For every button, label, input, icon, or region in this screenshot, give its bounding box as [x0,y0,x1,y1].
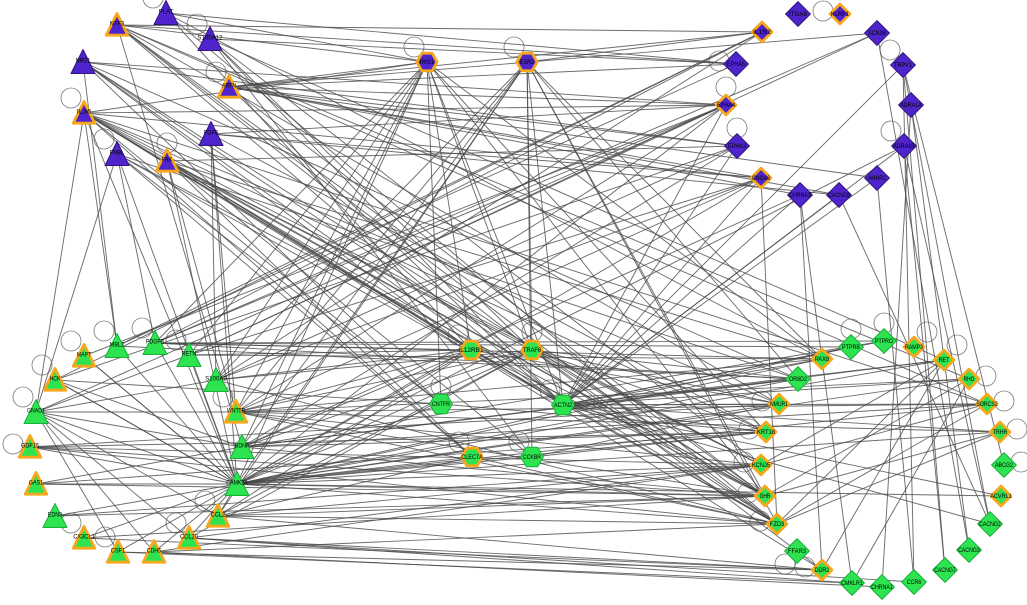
svg-text:PLAT: PLAT [159,10,174,16]
svg-text:ARTN: ARTN [222,84,236,90]
svg-text:EPHA3: EPHA3 [728,144,747,150]
svg-text:IL36: IL36 [77,110,92,116]
svg-text:CCR6: CCR6 [907,580,922,586]
svg-text:EPHA5: EPHA5 [727,62,746,68]
svg-text:NTF3: NTF3 [110,22,125,28]
svg-text:DDR2: DDR2 [815,568,830,574]
svg-text:CSF1: CSF1 [111,549,126,555]
svg-text:OR8D2: OR8D2 [789,377,808,383]
svg-text:FRK: FRK [162,158,173,164]
svg-text:TRPV1: TRPV1 [894,63,913,69]
svg-text:KRT18: KRT18 [757,430,776,436]
svg-text:FFAR3: FFAR3 [788,549,807,555]
svg-text:CNTFR: CNTFR [432,402,451,408]
svg-text:CCKBR: CCKBR [523,455,542,461]
svg-text:FNBL: FNBL [110,151,125,157]
svg-text:CCL20: CCL20 [180,535,199,541]
svg-text:GDF15: GDF15 [21,444,40,450]
svg-text:MBL2: MBL2 [110,343,125,349]
svg-text:CX3CL1: CX3CL1 [73,535,95,541]
svg-text:PDGFB: PDGFB [146,340,164,346]
svg-text:FGF6: FGF6 [204,131,219,137]
svg-text:CACNG3: CACNG3 [958,548,980,554]
svg-text:RETN: RETN [182,352,196,358]
svg-text:ADRA1A: ADRA1A [900,103,922,109]
svg-text:NRG1: NRG1 [76,59,91,65]
svg-text:KLRF1: KLRF1 [831,12,850,18]
svg-text:AMHR2: AMHR2 [868,176,887,182]
svg-text:IRS1: IRS1 [420,60,435,66]
svg-text:IL1R2: IL1R2 [753,30,772,36]
svg-text:WNT5B: WNT5B [227,409,245,415]
svg-text:GAS1: GAS1 [29,481,44,487]
svg-text:BDNF: BDNF [235,444,250,450]
svg-text:RET: RET [939,358,950,364]
svg-text:ADRA1B: ADRA1B [893,144,915,150]
svg-text:KCNJ5: KCNJ5 [752,463,771,469]
svg-text:CLEC7A: CLEC7A [461,455,483,461]
svg-text:S100A9: S100A9 [205,377,227,383]
svg-text:MAPT: MAPT [77,353,92,359]
svg-text:S100A12: S100A12 [197,36,223,42]
svg-text:PAX8: PAX8 [815,357,830,363]
svg-text:NMUR1: NMUR1 [770,402,789,408]
svg-text:CHRNA1: CHRNA1 [871,585,893,591]
svg-text:CMKLR1: CMKLR1 [841,581,863,587]
svg-text:ACTN2: ACTN2 [554,403,573,409]
svg-text:PTPRO: PTPRO [875,339,893,345]
svg-text:ESR2: ESR2 [520,60,535,66]
svg-text:CAMK2A: CAMK2A [226,481,248,487]
svg-text:CNGA3: CNGA3 [752,176,771,182]
svg-text:FZD3: FZD3 [770,522,785,528]
svg-text:CCL2: CCL2 [211,513,226,519]
svg-text:EDN3: EDN3 [48,513,63,519]
svg-text:TRAF6: TRAF6 [523,348,542,354]
svg-text:EPHA4: EPHA4 [717,103,736,109]
svg-text:CHRNA3: CHRNA3 [789,193,811,199]
svg-text:GHR: GHR [760,494,771,500]
svg-text:PTPRB: PTPRB [842,345,860,351]
svg-text:RHO: RHO [964,377,975,383]
svg-text:ABCG2: ABCG2 [995,463,1014,469]
svg-text:SORCS2: SORCS2 [976,402,998,408]
svg-text:CDH5: CDH5 [147,549,162,555]
svg-text:CACNG7: CACNG7 [934,568,956,574]
svg-text:HCK: HCK [50,377,61,383]
svg-text:ITGA8: ITGA8 [789,12,808,18]
svg-text:GNAO1: GNAO1 [27,409,46,415]
svg-text:IL12RB1: IL12RB1 [458,348,484,354]
svg-text:SCN3B: SCN3B [868,31,886,37]
svg-text:CACNG2: CACNG2 [979,522,1001,528]
svg-text:RAMP3: RAMP3 [905,345,924,351]
svg-text:ACVRL1: ACVRL1 [990,494,1012,500]
svg-text:TRHR: TRHR [993,430,1008,436]
svg-text:CACNG5: CACNG5 [828,193,850,199]
